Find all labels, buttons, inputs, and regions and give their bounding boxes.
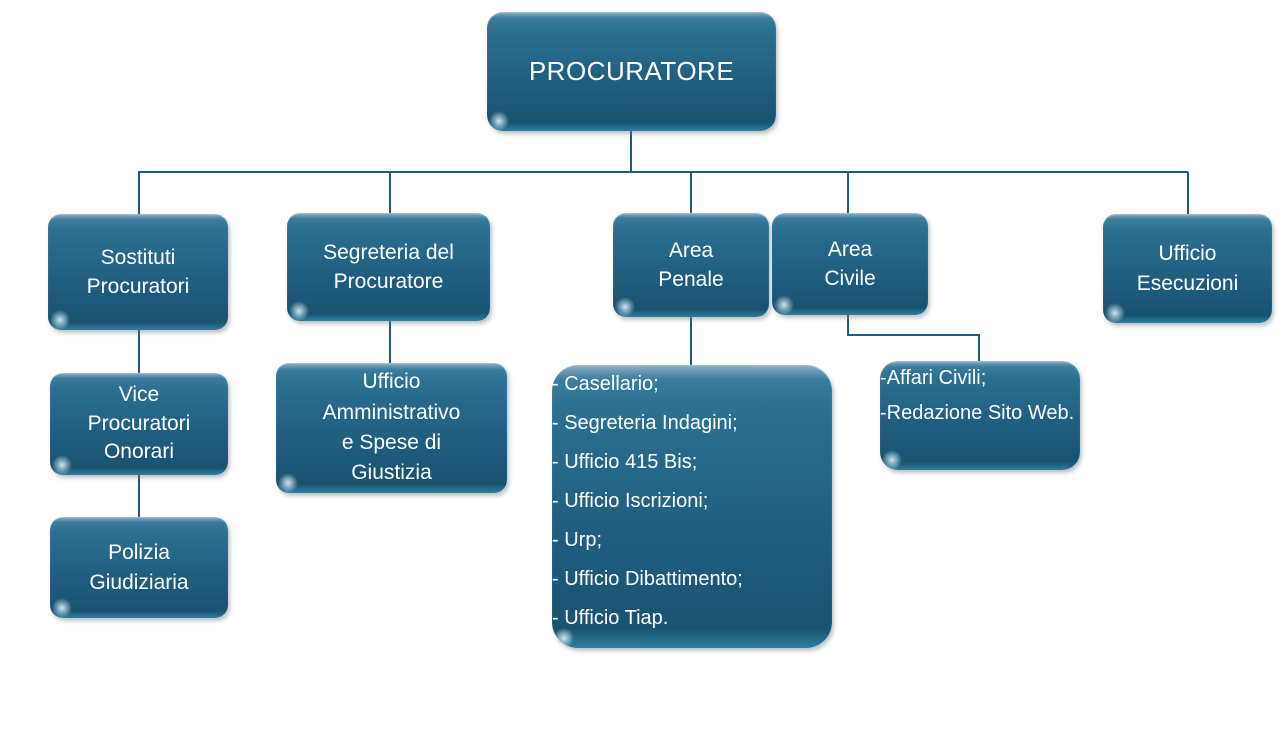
list-item: - Ufficio Tiap.	[552, 607, 669, 629]
list-item: - Segreteria Indagini;	[552, 412, 738, 434]
list-item: - Ufficio Dibattimento;	[552, 568, 743, 590]
node-ufficio-amministrativo: Ufficio Amministrativo e Spese di Giusti…	[276, 363, 507, 493]
node-area-penale-uffici: - Casellario; - Segreteria Indagini; - U…	[552, 365, 832, 648]
node-sostituti-procuratori: Sostituti Procuratori	[48, 214, 228, 330]
connector-civile-list	[847, 314, 980, 361]
node-segreteria-del-procuratore: Segreteria del Procuratore	[287, 213, 490, 321]
node-polizia-giudiziaria-label: Polizia Giudiziaria	[89, 541, 189, 594]
list-item: -Redazione Sito Web.	[880, 402, 1075, 424]
node-procuratore-label: PROCURATORE	[528, 56, 735, 87]
node-segreteria-del-procuratore-label: Segreteria del Procuratore	[323, 240, 454, 293]
node-polizia-giudiziaria: Polizia Giudiziaria	[50, 517, 228, 618]
area-penale-uffici-list: - Casellario; - Segreteria Indagini; - U…	[552, 365, 832, 638]
list-item: -Affari Civili;	[880, 367, 987, 389]
node-sostituti-procuratori-label: Sostituti Procuratori	[86, 245, 190, 298]
node-area-civile-uffici: -Affari Civili; -Redazione Sito Web.	[880, 361, 1080, 470]
node-area-penale: Area Penale	[613, 213, 769, 317]
area-civile-uffici-list: -Affari Civili; -Redazione Sito Web.	[880, 361, 1080, 431]
node-area-civile: Area Civile	[772, 213, 928, 315]
node-procuratore: PROCURATORE	[487, 12, 776, 131]
list-item: - Ufficio Iscrizioni;	[552, 490, 709, 512]
list-item: - Casellario;	[552, 373, 659, 395]
node-ufficio-esecuzioni: Ufficio Esecuzioni	[1103, 214, 1272, 323]
node-ufficio-esecuzioni-label: Ufficio Esecuzioni	[1136, 242, 1239, 295]
list-item: - Ufficio 415 Bis;	[552, 451, 698, 473]
list-item: - Urp;	[552, 529, 602, 551]
node-area-civile-label: Area Civile	[824, 237, 876, 290]
node-vice-procuratori-onorari-label: Vice Procuratori Onorari	[87, 383, 191, 464]
node-ufficio-amministrativo-label: Ufficio Amministrativo e Spese di Giusti…	[322, 370, 461, 485]
node-area-penale-label: Area Penale	[658, 238, 724, 291]
node-vice-procuratori-onorari: Vice Procuratori Onorari	[50, 373, 228, 475]
